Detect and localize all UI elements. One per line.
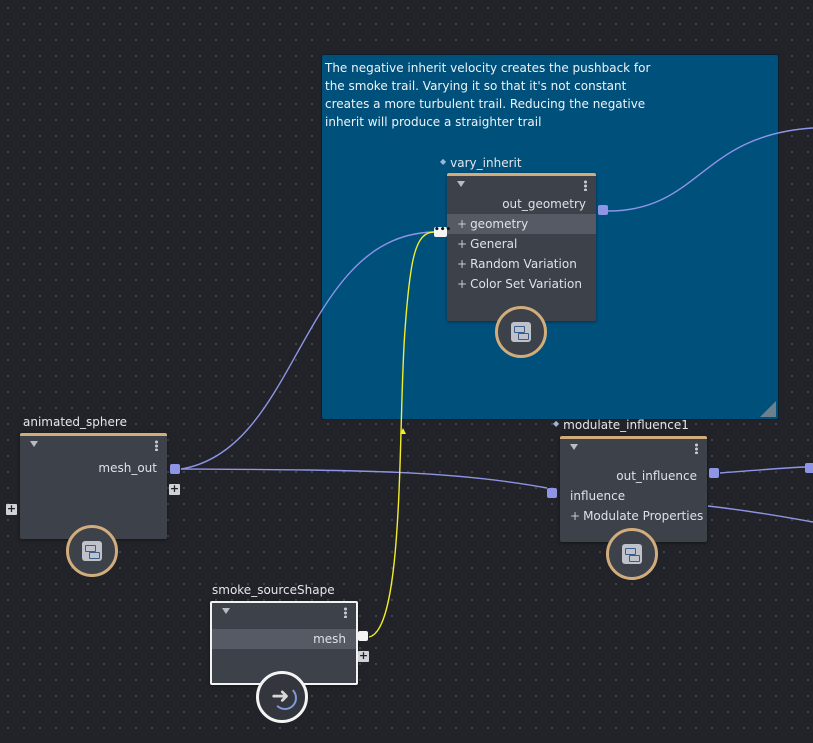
port-offscreen-input[interactable]	[805, 463, 813, 473]
port-influence[interactable]	[547, 488, 557, 498]
plus-icon: +	[457, 237, 468, 251]
collapse-toggle-icon[interactable]	[30, 441, 38, 447]
output-out-geometry: out_geometry	[502, 197, 586, 211]
node-vary-inherit[interactable]: out_geometry +geometry +General +Random …	[447, 173, 596, 321]
node-type-badge-vary-inherit[interactable]	[495, 306, 547, 358]
node-type-badge-modulate-influence[interactable]	[606, 528, 658, 580]
port-mesh-out[interactable]	[170, 464, 180, 474]
progress-arc-icon	[273, 686, 297, 710]
note-line: creates a more turbulent trail. Reducing…	[325, 97, 646, 111]
node-menu-icon[interactable]	[695, 443, 698, 454]
port-geometry-multi[interactable]: •••	[434, 225, 452, 237]
collapse-toggle-icon[interactable]	[222, 608, 230, 614]
node-type-badge-smoke-source[interactable]: ➜	[256, 671, 308, 723]
backdrop-resize-handle[interactable]	[760, 401, 776, 417]
collapse-toggle-icon[interactable]	[570, 444, 578, 450]
backdrop-note-text: The negative inherit velocity creates th…	[325, 59, 651, 131]
plus-icon: +	[457, 257, 468, 271]
node-header	[447, 176, 596, 192]
plus-icon: +	[570, 509, 581, 523]
node-type-badge-animated-sphere[interactable]	[66, 525, 118, 577]
port-out-geometry[interactable]	[598, 205, 608, 215]
output-mesh-out: mesh_out	[98, 461, 157, 475]
node-pin-icon: ◆	[440, 157, 447, 166]
wire-mesh-out-to-influence[interactable]	[180, 468, 548, 489]
input-row-influence[interactable]: influence	[570, 489, 626, 503]
graph-icon	[622, 544, 642, 564]
output-out-influence: out_influence	[616, 469, 697, 483]
node-pin-icon: ◆	[553, 419, 560, 428]
input-row-geometry[interactable]: +geometry	[447, 214, 596, 234]
node-menu-icon[interactable]	[584, 180, 587, 191]
wire-out-influence-to-offscreen[interactable]	[719, 466, 806, 474]
node-title-modulate-influence[interactable]: ◆modulate_influence1	[553, 418, 689, 432]
plus-icon: +	[457, 277, 468, 291]
input-row-random-variation[interactable]: +Random Variation	[457, 257, 577, 271]
node-header	[20, 436, 167, 452]
collapse-toggle-icon[interactable]	[457, 181, 465, 187]
wire-modulate-to-offscreen[interactable]	[707, 505, 813, 523]
port-mesh[interactable]	[358, 631, 368, 641]
node-title-smoke-source-shape[interactable]: smoke_sourceShape	[212, 583, 335, 597]
note-line: the smoke trail. Varying it so that it's…	[325, 79, 627, 93]
add-output-plus-icon[interactable]: +	[358, 649, 369, 662]
wire-yellow-arrow	[400, 428, 406, 434]
group-row-modulate-properties[interactable]: +Modulate Properties	[570, 509, 704, 523]
add-input-plus-icon[interactable]: +	[6, 502, 17, 515]
node-menu-icon[interactable]	[155, 440, 158, 451]
port-out-influence[interactable]	[709, 468, 719, 478]
node-title-animated-sphere[interactable]: animated_sphere	[23, 415, 127, 429]
node-modulate-influence[interactable]: out_influence influence +Modulate Proper…	[560, 436, 707, 542]
node-animated-sphere[interactable]: mesh_out	[20, 433, 167, 539]
plus-icon: +	[457, 217, 468, 231]
note-line: The negative inherit velocity creates th…	[325, 61, 651, 75]
node-title-vary-inherit[interactable]: ◆vary_inherit	[440, 156, 522, 170]
graph-icon	[82, 541, 102, 561]
add-output-plus-icon[interactable]: +	[169, 482, 180, 495]
input-row-color-set-variation[interactable]: +Color Set Variation	[457, 277, 582, 291]
node-menu-icon[interactable]	[344, 607, 347, 618]
input-row-general[interactable]: +General	[457, 237, 518, 251]
note-line: inherit will produce a straighter trail	[325, 115, 542, 129]
output-mesh: mesh	[212, 629, 356, 649]
node-header	[212, 603, 356, 619]
node-header	[560, 439, 707, 455]
graph-icon	[511, 322, 531, 342]
